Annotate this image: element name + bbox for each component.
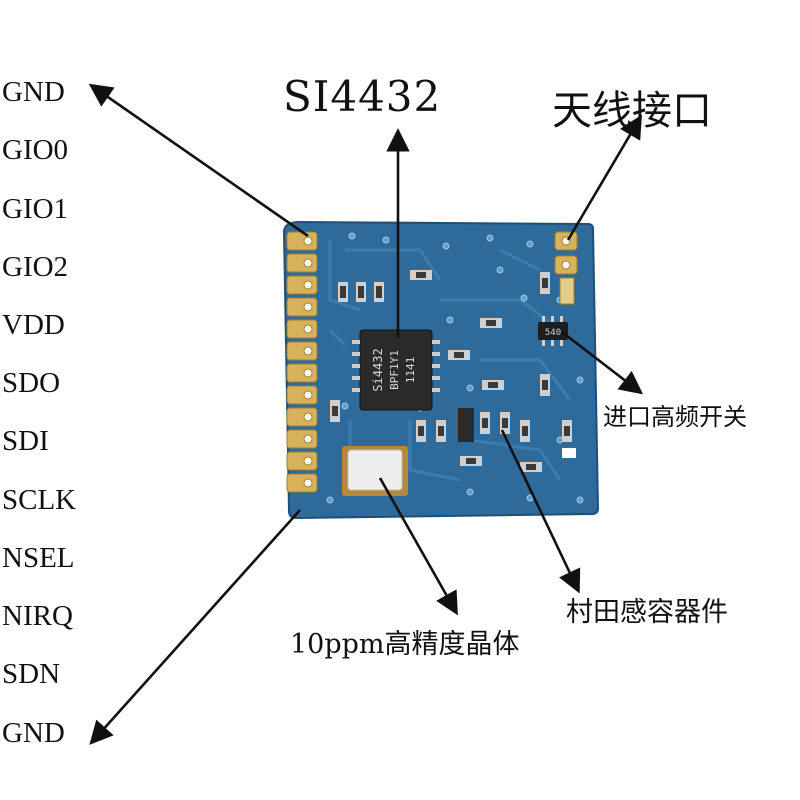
pcb-board — [282, 220, 600, 520]
pin-label-gnd-top: GND — [2, 76, 65, 108]
pin-label-sdi: SDI — [2, 425, 49, 457]
pin-label-vdd: VDD — [2, 309, 65, 341]
crystal-label: 10ppm高精度晶体 — [290, 629, 520, 660]
pin-label-gnd-bottom: GND — [2, 717, 65, 749]
pin-label-nirq: NIRQ — [2, 600, 73, 632]
pin-label-nsel: NSEL — [2, 542, 75, 574]
callout-arrows — [88, 83, 644, 745]
arrow-crystal — [378, 477, 458, 616]
edge-pads — [286, 231, 318, 493]
module-title: SI4432 — [283, 72, 442, 121]
arrow-murata — [500, 429, 581, 594]
rf-switch-label: 进口高频开关 — [603, 403, 747, 431]
rf-switch: 540 — [538, 316, 568, 346]
murata-label: 村田感容器件 — [566, 597, 728, 628]
chip-marking-line2: BPF1Y1 — [388, 350, 401, 390]
chip-marking-line1: Si4432 — [371, 348, 385, 391]
arrow-antenna — [566, 114, 642, 241]
arrow-gnd-top — [88, 83, 309, 238]
pin-label-gio1: GIO1 — [2, 193, 69, 225]
pin-label-sdo: SDO — [2, 367, 61, 399]
switch-marking: 540 — [545, 328, 561, 338]
arrow-gnd-bottom — [89, 509, 301, 745]
pin-label-sclk: SCLK — [2, 484, 77, 516]
crystal — [342, 446, 408, 496]
chip-marking-line3: 1141 — [404, 357, 417, 384]
arrow-rf-switch — [561, 330, 644, 395]
pin-label-sdn: SDN — [2, 658, 61, 690]
smd-components — [330, 270, 576, 472]
pin-label-gio0: GIO0 — [2, 134, 69, 166]
si4432-chip: Si4432 BPF1Y1 1141 — [352, 329, 440, 411]
antenna-pads — [554, 231, 578, 305]
pin-label-gio2: GIO2 — [2, 251, 69, 283]
